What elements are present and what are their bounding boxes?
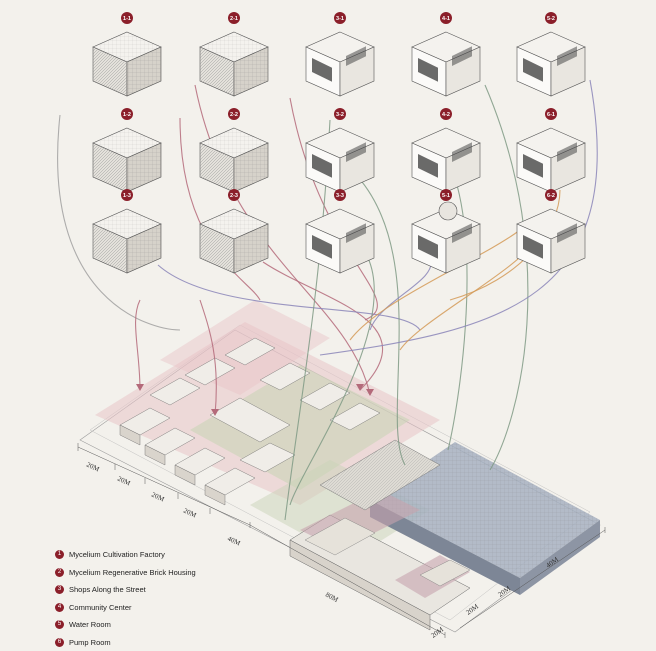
legend-item: 3 Shops Along the Street [55, 581, 275, 599]
module-cube-1-2: 1-2 [93, 108, 161, 192]
legend-item: 1 Mycelium Cultivation Factory [55, 546, 275, 564]
module-badge-label: 3-2 [336, 112, 344, 118]
legend-number: 2 [55, 568, 64, 577]
legend-label: Shops Along the Street [69, 585, 146, 594]
dimension-label: 20M [150, 491, 166, 504]
legend-label: Pump Room [69, 638, 111, 647]
legend-label: Community Center [69, 603, 132, 612]
dimension-label: 20M [430, 625, 446, 640]
module-badge-label: 3-3 [336, 193, 344, 199]
legend-label: Mycelium Cultivation Factory [69, 550, 165, 559]
module-cube-3-2: 3-2 [306, 108, 374, 192]
legend-number: 1 [55, 550, 64, 559]
module-cube-2-1: 2-1 [200, 12, 268, 96]
module-cube-1-3: 1-3 [93, 189, 161, 273]
module-badge-label: 4-2 [442, 112, 450, 118]
module-badge-label: 1-3 [123, 193, 131, 199]
legend-label: Water Room [69, 620, 111, 629]
legend-item: 5 Water Room [55, 616, 275, 634]
module-badge-label: 2-3 [230, 193, 238, 199]
module-badge-label: 5-2 [547, 16, 555, 22]
module-cube-5-2: 5-2 [517, 12, 585, 96]
module-badge-label: 6-1 [547, 112, 555, 118]
module-badge-label: 6-2 [547, 193, 555, 199]
connector-curve [136, 300, 140, 390]
legend-item: 6 Pump Room [55, 634, 275, 651]
module-badge-label: 1-2 [123, 112, 131, 118]
legend: 1 Mycelium Cultivation Factory 2 Mycelium … [55, 546, 275, 651]
dimension-label: 20M [465, 602, 481, 617]
module-cube-3-3: 3-3 [306, 189, 374, 273]
legend-number: 6 [55, 638, 64, 647]
module-badge-label: 2-2 [230, 112, 238, 118]
legend-number: 5 [55, 620, 64, 629]
legend-item: 2 Mycelium Regenerative Brick Housing [55, 564, 275, 582]
module-cube-1-1: 1-1 [93, 12, 161, 96]
module-cube-6-1: 6-1 [517, 108, 585, 192]
dimension-label: 20M [116, 475, 132, 488]
legend-number: 4 [55, 603, 64, 612]
module-cube-6-2: 6-2 [517, 189, 585, 273]
module-cube-2-3: 2-3 [200, 189, 268, 273]
module-cube-5-1: 5-1 [412, 189, 480, 273]
dimension-label: 20M [85, 461, 101, 474]
module-grid: 1-1 2-1 3-1 4-1 5-2 1-2 2-2 3-2 4-2 6-1 1-3 2-3 3-3 5… [93, 12, 585, 273]
module-badge-label: 1-1 [123, 16, 131, 22]
module-badge-label: 2-1 [230, 16, 238, 22]
module-cube-3-1: 3-1 [306, 12, 374, 96]
module-badge-label: 3-1 [336, 16, 344, 22]
module-cube-4-2: 4-2 [412, 108, 480, 192]
module-cube-4-1: 4-1 [412, 12, 480, 96]
dimension-label: 20M [182, 507, 198, 520]
module-cube-2-2: 2-2 [200, 108, 268, 192]
module-badge-label: 4-1 [442, 16, 450, 22]
legend-item: 4 Community Center [55, 599, 275, 617]
legend-number: 3 [55, 585, 64, 594]
dimension-label: 80M [324, 591, 340, 605]
legend-label: Mycelium Regenerative Brick Housing [69, 568, 196, 577]
module-badge-label: 5-1 [442, 193, 450, 199]
